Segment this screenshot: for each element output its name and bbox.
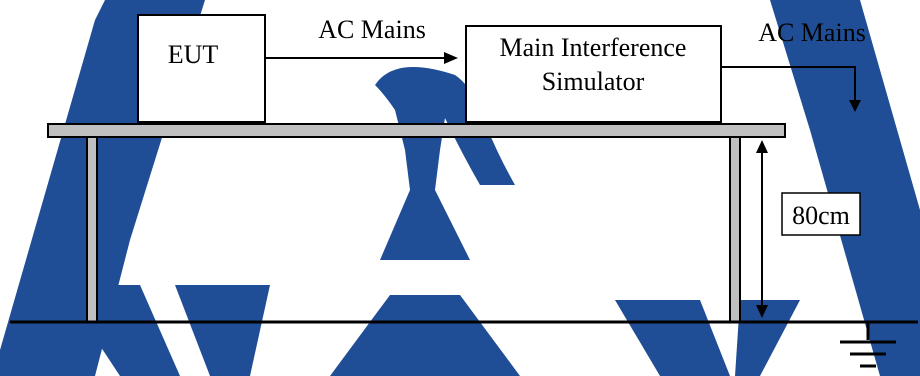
watermark-letter-a: [330, 295, 520, 376]
height-arrow-top: [756, 140, 768, 153]
simulator-label-line1: Main Interference: [500, 33, 687, 62]
simulator-label-line2: Simulator: [542, 67, 645, 96]
watermark-letter-y-right: [735, 300, 800, 376]
table-leg-left: [86, 136, 98, 323]
ground-icon: [840, 322, 896, 368]
height-arrow-bottom: [756, 305, 768, 318]
simulator-output-line: [721, 66, 856, 102]
height-label-box: [781, 192, 861, 236]
eut-label: EUT: [168, 40, 219, 69]
table-leg-right: [729, 136, 741, 323]
ac-mains-label-2: AC Mains: [758, 18, 866, 47]
eut-to-simulator-arrowhead: [444, 52, 458, 64]
watermark-letter-w-right: [175, 285, 270, 376]
ac-mains-label-1: AC Mains: [318, 15, 426, 44]
simulator-output-arrowhead: [849, 100, 861, 112]
watermark-letter-y-left: [615, 300, 730, 376]
simulator-box: [465, 25, 722, 123]
eut-box: [137, 14, 266, 123]
watermark-right-arm: [770, 0, 920, 376]
table-top: [47, 123, 786, 138]
height-label: 80cm: [792, 201, 850, 230]
